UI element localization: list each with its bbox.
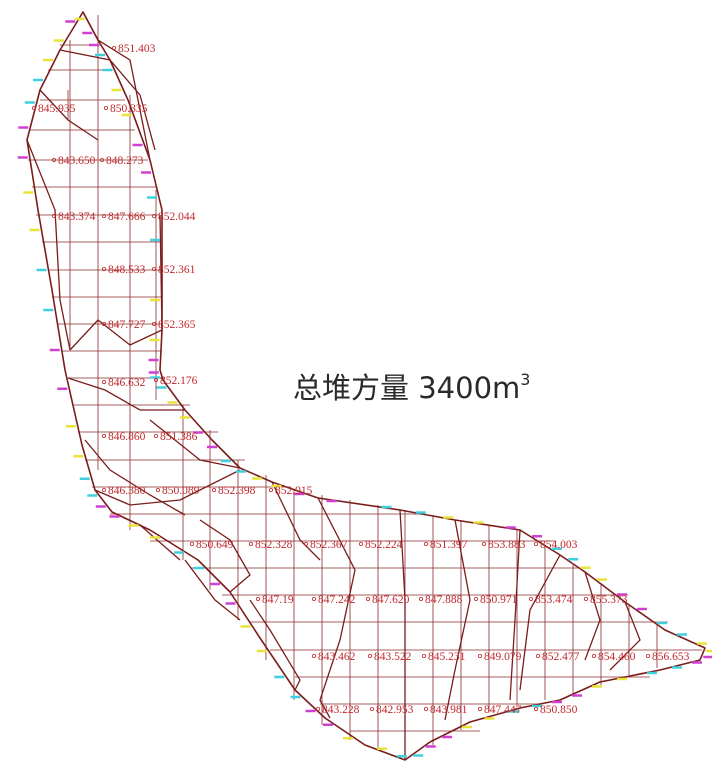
spot-elevation: 855.373 (590, 594, 628, 606)
spot-marker (151, 321, 156, 326)
spot-elevation: 846.632 (108, 377, 146, 389)
spot-elevation: 852.361 (158, 264, 196, 276)
spot-elevation: 848.533 (108, 264, 146, 276)
spot-marker (418, 597, 423, 602)
spot-elevation: 847.620 (372, 594, 410, 606)
spot-elevation: 843.522 (374, 651, 412, 663)
spot-elevation: 853.883 (488, 539, 526, 551)
spot-elevation: 852.224 (365, 539, 403, 551)
spot-marker (369, 707, 374, 712)
spot-elevation: 852.328 (255, 539, 293, 551)
spot-elevation: 852.365 (158, 319, 196, 331)
spot-marker (102, 487, 107, 492)
spot-elevation: 845.231 (428, 651, 466, 663)
spot-marker (423, 542, 428, 547)
spot-elevation: 845.935 (38, 103, 76, 115)
spot-elevation: 853.474 (535, 594, 573, 606)
spot-marker (303, 542, 308, 547)
spot-elevation: 850.850 (540, 704, 578, 716)
spot-elevation: 847.727 (108, 319, 146, 331)
spot-marker (592, 654, 597, 659)
spot-marker (534, 542, 539, 547)
spot-marker (311, 654, 316, 659)
spot-elevation: 852.367 (310, 539, 348, 551)
spot-marker (102, 213, 107, 218)
spot-elevation: 854.003 (540, 539, 578, 551)
spot-elevation: 846.380 (108, 485, 146, 497)
spot-elevation: 850.335 (110, 103, 148, 115)
site-boundary (26, 11, 706, 761)
spot-marker (646, 654, 651, 659)
spot-marker (477, 654, 482, 659)
spot-elevation: 847.242 (318, 594, 356, 606)
spot-marker (100, 157, 105, 162)
spot-marker (211, 487, 216, 492)
spot-elevation: 847.888 (425, 594, 463, 606)
spot-marker (358, 542, 363, 547)
spot-elevation: 843.374 (58, 211, 96, 223)
spot-marker (423, 707, 428, 712)
spot-marker (473, 597, 478, 602)
spot-elevation: 852.398 (218, 485, 256, 497)
spot-elevation: 850.971 (480, 594, 518, 606)
spot-marker (311, 597, 316, 602)
spot-elevation: 842.953 (376, 704, 414, 716)
spot-marker (315, 707, 320, 712)
spot-marker (151, 213, 156, 218)
spot-marker (102, 379, 107, 384)
spot-marker (481, 542, 486, 547)
spot-marker (248, 542, 253, 547)
spot-marker (102, 433, 107, 438)
spot-elevation: 852.044 (158, 211, 196, 223)
spot-elevation: 851.386 (160, 431, 198, 443)
spot-marker (536, 654, 541, 659)
spot-marker (189, 542, 194, 547)
spot-elevation: 851.403 (118, 43, 156, 55)
spot-marker (529, 597, 534, 602)
spot-marker (155, 487, 160, 492)
spot-elevation: 847.447 (484, 704, 522, 716)
spot-elevation: 856.653 (652, 651, 690, 663)
spot-elevation: 843.228 (322, 704, 360, 716)
spot-elevation: 843.462 (318, 651, 356, 663)
total-volume-title: 总堆方量 3400m3 (293, 370, 530, 405)
spot-elevation: 849.079 (484, 651, 522, 663)
spot-marker (52, 157, 57, 162)
spot-elevation: 852.915 (275, 485, 313, 497)
spot-elevation: 850.089 (162, 485, 200, 497)
spot-elevation: 847.666 (108, 211, 146, 223)
spot-elevation: 850.649 (196, 539, 234, 551)
spot-marker (365, 597, 370, 602)
spot-marker (153, 433, 158, 438)
spot-marker (102, 321, 107, 326)
spot-marker (477, 707, 482, 712)
spot-elevation: 852.477 (542, 651, 580, 663)
spot-marker (151, 266, 156, 271)
spot-elevation: 852.176 (160, 375, 198, 387)
spot-marker (52, 213, 57, 218)
spot-marker (153, 377, 158, 382)
spot-marker (255, 597, 260, 602)
spot-elevation: 848.273 (106, 155, 144, 167)
boundary-markers (17, 17, 712, 758)
spot-elevation: 851.397 (430, 539, 468, 551)
spot-elevation: 854.460 (598, 651, 636, 663)
spot-marker (584, 597, 589, 602)
spot-elevation: 846.860 (108, 431, 146, 443)
spot-marker (268, 487, 273, 492)
spot-elevation: 843.981 (430, 704, 468, 716)
spot-elevation: 843.650 (58, 155, 96, 167)
spot-marker (112, 46, 117, 51)
spot-marker (102, 266, 107, 271)
elevation-labels: 851.403 845.935 850.335 843.650 848.273 843.3… (32, 43, 690, 716)
spot-marker (534, 707, 539, 712)
spot-marker (421, 654, 426, 659)
spot-marker (32, 106, 37, 111)
spot-marker (104, 106, 109, 111)
spot-marker (367, 654, 372, 659)
spot-elevation: 847.19 (262, 594, 294, 606)
